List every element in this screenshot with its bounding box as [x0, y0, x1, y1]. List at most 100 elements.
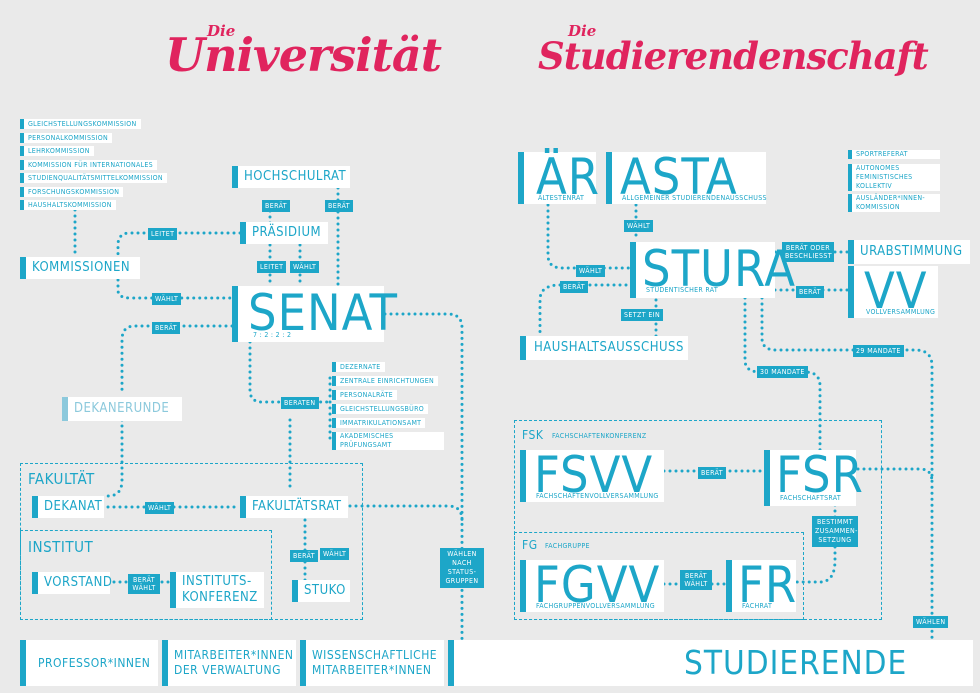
- senat-leitet-chip: LEITET: [257, 261, 287, 273]
- fsr-sub: FACHSCHAFTSRAT: [780, 494, 841, 502]
- senat-box: SENAT 7 : 2 : 2 : 2: [232, 286, 397, 342]
- commission-item: STUDIENQUALITÄTSMITTELKOMMISSION: [20, 173, 167, 183]
- fsk-label: FSK: [522, 428, 544, 442]
- vv-label: VV: [864, 262, 928, 320]
- institutskonferenz-label: INSTITUTS- KONFERENZ: [182, 574, 258, 605]
- commission-item: KOMMISSION FÜR INTERNATIONALES: [20, 159, 157, 170]
- wiss-mitarbeiter-label: WISSENSCHAFTLICHE MITARBEITER*INNEN: [312, 648, 438, 677]
- praesidium-label: PRÄSIDIUM: [252, 225, 322, 240]
- stuko-label: STUKO: [304, 583, 346, 598]
- fr-box: FR FACHRAT: [726, 560, 796, 612]
- dekanat-label: DEKANAT: [44, 499, 103, 514]
- fsvv-berat-chip: BERÄT: [698, 467, 726, 479]
- senat-ratio: 7 : 2 : 2 : 2: [253, 331, 292, 339]
- stura-box: STURA STUDENTISCHER RAT: [630, 242, 795, 298]
- haushalt-berat-chip: BERÄT: [560, 281, 588, 293]
- fakultaetsrat-box: FAKULTÄTSRAT: [240, 496, 348, 518]
- setzt-ein-chip: SETZT EIN: [621, 309, 664, 321]
- bestimmt-zusammensetzung-chip: BESTIMMT ZUSAMMEN-SETZUNG: [812, 516, 858, 547]
- admin-unit-item: ZENTRALE EINRICHTUNGEN: [332, 376, 438, 386]
- fr-label: FR: [738, 556, 798, 614]
- fr-sub: FACHRAT: [742, 602, 773, 610]
- asta-label: ASTA: [620, 148, 738, 206]
- leitet-chip: LEITET: [148, 228, 178, 240]
- student-side-unit-item: SPORTREFERAT: [848, 150, 940, 159]
- institut-label: INSTITUT: [28, 538, 94, 556]
- admin-unit-item: DEZERNATE: [332, 362, 385, 372]
- senat-label: SENAT: [248, 284, 398, 342]
- urabstimmung-label: URABSTIMMUNG: [860, 244, 963, 259]
- commission-item: PERSONALKOMMISSION: [20, 132, 112, 143]
- vv-berat-chip: BERÄT: [796, 286, 824, 298]
- admin-unit-item: AKADEMISCHES PRÜFUNGSAMT: [332, 432, 444, 450]
- stuko-waehlt-chip: WÄHLT: [320, 548, 350, 560]
- aer-waehlt-chip: WÄHLT: [576, 265, 606, 277]
- hochschulrat-box: HOCHSCHULRAT: [232, 166, 350, 188]
- hochschulrat-senat-berat-chip: BERÄT: [325, 200, 353, 212]
- admin-unit-item: GLEICHSTELLUNGSBÜRO: [332, 404, 429, 414]
- hochschulrat-label: HOCHSCHULRAT: [244, 169, 347, 184]
- admin-unit-item: PERSONALRÄTE: [332, 390, 397, 400]
- aer-label: ÄR: [536, 148, 601, 206]
- aer-sub: ÄLTESTENRAT: [538, 194, 585, 202]
- professoren-box: PROFESSOR*INNEN: [20, 640, 158, 686]
- mitarbeiter-verwaltung-label: MITARBEITER*INNEN DER VERWALTUNG: [174, 648, 294, 677]
- fsvv-sub: FACHSCHAFTENVOLLVERSAMMLUNG: [536, 492, 659, 500]
- mandate-30-chip: 30 MANDATE: [757, 366, 808, 378]
- stura-sub: STUDENTISCHER RAT: [646, 286, 718, 294]
- fgvv-label: FGVV: [534, 556, 661, 614]
- commission-item: LEHRKOMMISSION: [20, 146, 94, 156]
- fgvv-box: FGVV FACHGRUPPENVOLLVERSAMMLUNG: [520, 560, 664, 612]
- stura-label: STURA: [642, 240, 796, 298]
- fg-label: FG: [522, 538, 538, 552]
- fakultaetsrat-label: FAKULTÄTSRAT: [252, 499, 342, 514]
- senat-berat-chip: BERÄT: [152, 322, 180, 334]
- stuko-box: STUKO: [292, 580, 350, 602]
- commission-item: HAUSHALTSKOMMISSION: [20, 200, 116, 210]
- fsr-label: FSR: [776, 446, 864, 504]
- admin-unit-item: IMMATRIKULATIONSAMT: [332, 418, 426, 428]
- fgvv-sub: FACHGRUPPENVOLLVERSAMMLUNG: [536, 602, 655, 610]
- aer-box: ÄR ÄLTESTENRAT: [518, 152, 599, 204]
- fgvv-berat-waehlt-chip: BERÄT WÄHLT: [680, 570, 712, 590]
- hochschulrat-berat-chip: BERÄT: [262, 200, 290, 212]
- haushaltsausschuss-label: HAUSHALTSAUSSCHUSS: [534, 340, 684, 355]
- title-universitaet: Universität: [165, 28, 442, 82]
- berat-oder-beschliesst-chip: BERÄT ODER BESCHLIESST: [782, 242, 834, 262]
- fsvv-label: FSVV: [534, 446, 654, 504]
- wiss-mitarbeiter-box: WISSENSCHAFTLICHE MITARBEITER*INNEN: [300, 640, 444, 686]
- vv-sub: VOLLVERSAMMLUNG: [866, 308, 936, 316]
- waehlen-nach-statusgruppen-chip: WÄHLEN NACH STATUS-GRUPPEN: [440, 548, 484, 588]
- mitarbeiter-verwaltung-box: MITARBEITER*INNEN DER VERWALTUNG: [162, 640, 296, 686]
- dekanat-waehlt-chip: WÄHLT: [145, 502, 175, 514]
- vorstand-berat-waehlt-chip: BERÄT WÄHLT: [128, 574, 160, 594]
- stuko-berat-chip: BERÄT: [290, 550, 318, 562]
- student-side-unit-item: AUSLÄNDER*INNEN-KOMMISSION: [848, 194, 940, 212]
- dekanerunde-label: DEKANERUNDE: [74, 401, 170, 416]
- professoren-label: PROFESSOR*INNEN: [38, 656, 151, 670]
- commission-item: GLEICHSTELLUNGSKOMMISSION: [20, 119, 141, 129]
- studierende-label: STUDIERENDE: [684, 643, 908, 682]
- fg-area: [514, 532, 804, 620]
- commission-item: FORSCHUNGSKOMMISSION: [20, 186, 124, 197]
- fsr-box: FSR FACHSCHAFTSRAT: [764, 450, 863, 506]
- vv-box: VV VOLLVERSAMMLUNG: [848, 266, 938, 318]
- haushaltsausschuss-box: HAUSHALTSAUSSCHUSS: [520, 336, 688, 360]
- dekanat-box: DEKANAT: [32, 496, 104, 518]
- student-side-unit-item: AUTONOMES FEMINISTISCHES KOLLEKTIV: [848, 164, 940, 191]
- praesidium-box: PRÄSIDIUM: [240, 222, 328, 244]
- senat-waehlt-praesidium-chip: WÄHLT: [290, 261, 320, 273]
- vorstand-label: VORSTAND: [44, 575, 113, 590]
- mandate-29-chip: 29 MANDATE: [853, 345, 904, 357]
- title-studierendenschaft: Studierendenschaft: [538, 34, 929, 78]
- asta-waehlt-chip: WÄHLT: [624, 220, 654, 232]
- asta-sub: ALLGEMEINER STUDIERENDENAUSSCHUSS: [622, 194, 767, 202]
- fsvv-box: FSVV FACHSCHAFTENVOLLVERSAMMLUNG: [520, 450, 664, 502]
- kommissionen-label: KOMMISSIONEN: [32, 260, 131, 275]
- dekanerunde-box: DEKANERUNDE: [62, 397, 182, 421]
- institut-area: [20, 530, 272, 620]
- title-left-pre: Die: [207, 22, 236, 40]
- fsk-sub: FACHSCHAFTENKONFERENZ: [552, 432, 647, 440]
- waehlen-chip: WÄHLEN: [913, 616, 949, 628]
